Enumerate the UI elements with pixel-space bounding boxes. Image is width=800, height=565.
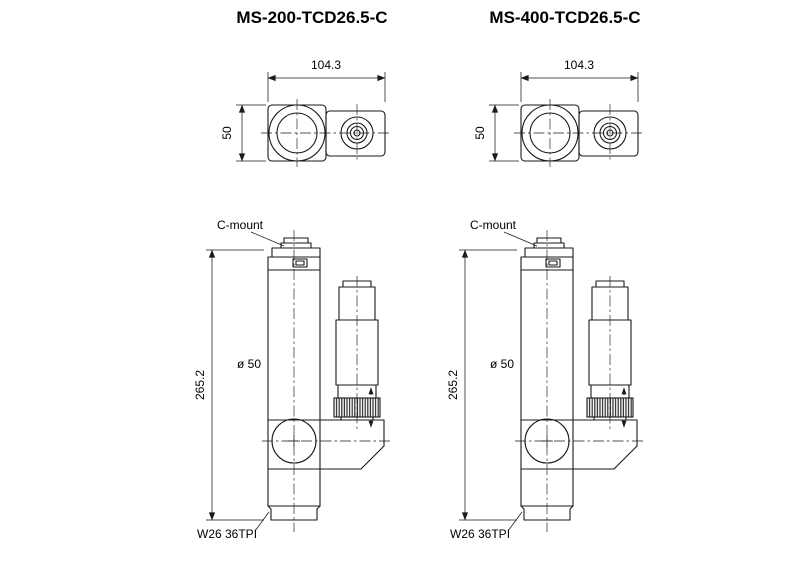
drawing-geometry-ms-400 — [459, 72, 645, 532]
figure-title: MS-200-TCD26.5-C — [236, 8, 387, 27]
drawing-geometry-ms-200 — [206, 72, 392, 532]
top-view-width-dim: 104.3 — [311, 58, 341, 72]
body-diameter-label: ø 50 — [490, 357, 514, 371]
thread-label: W26 36TPI — [450, 527, 510, 541]
top-view-depth-dim: 50 — [473, 126, 487, 140]
thread-label: W26 36TPI — [197, 527, 257, 541]
front-view-height-dim: 265.2 — [193, 370, 207, 400]
top-view-width-dim: 104.3 — [564, 58, 594, 72]
figure-ms-400: MS-400-TCD26.5-C 104.3 50 265.2 ø 50 C-m… — [446, 8, 645, 541]
front-view-height-dim: 265.2 — [446, 370, 460, 400]
c-mount-label: C-mount — [470, 218, 517, 232]
figure-title: MS-400-TCD26.5-C — [489, 8, 640, 27]
figure-ms-200: MS-200-TCD26.5-C 104.3 50 265.2 ø 50 C-m… — [193, 8, 392, 541]
top-view-depth-dim: 50 — [220, 126, 234, 140]
c-mount-label: C-mount — [217, 218, 264, 232]
body-diameter-label: ø 50 — [237, 357, 261, 371]
